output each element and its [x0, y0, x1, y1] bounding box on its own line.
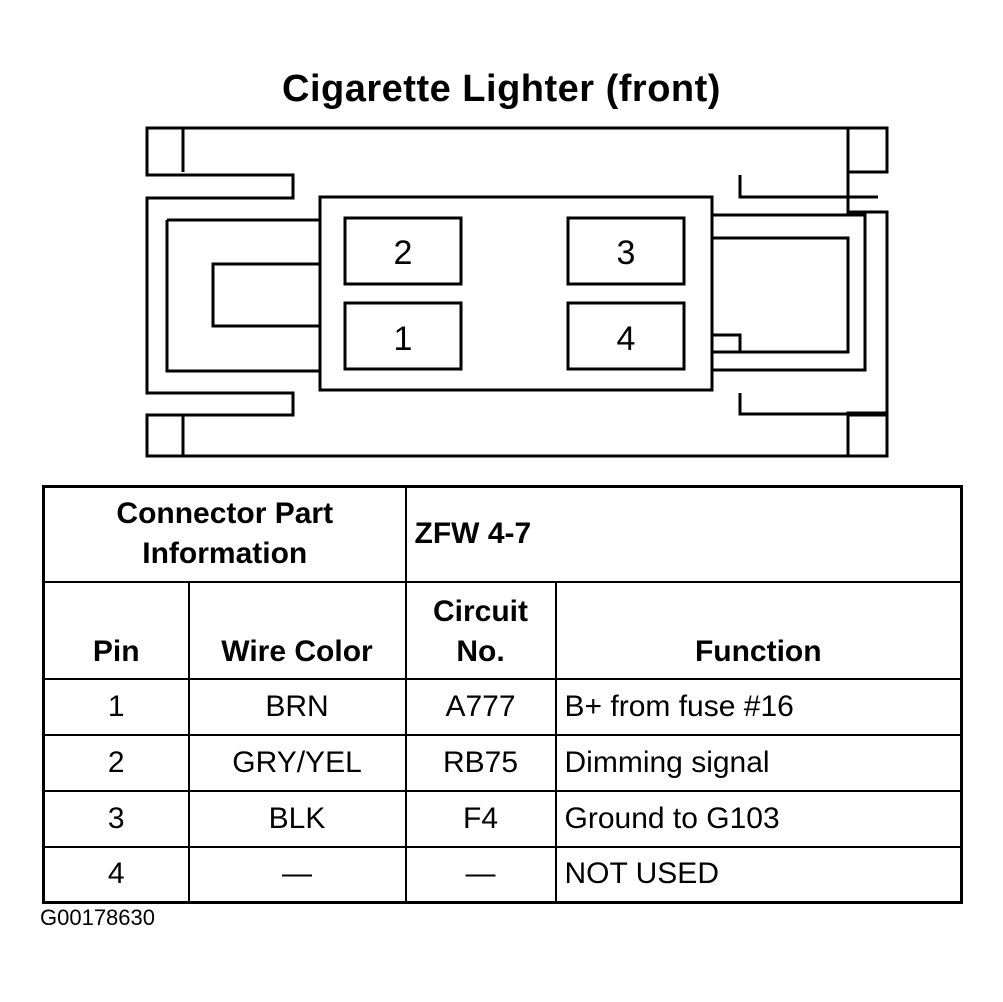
connector-face-diagram: 2 3 1 4	[145, 126, 889, 458]
connector-housing-outline	[145, 126, 889, 458]
pin-cell: 4	[42, 845, 190, 904]
part-info-label: Connector Part Information	[42, 485, 407, 583]
part-number: ZFW 4-7	[404, 485, 963, 583]
part-info-label-line1: Connector Part	[116, 497, 334, 531]
pin-4-cavity	[566, 301, 686, 371]
pin-cell: 3	[42, 789, 190, 848]
pin-4-label: 4	[617, 320, 636, 358]
pin-2-label: 2	[394, 234, 413, 272]
connector-left-latch	[211, 262, 322, 328]
connector-right-latch	[712, 236, 850, 354]
header-pin: Pin	[42, 580, 190, 680]
part-info-label-line2: Information	[142, 537, 308, 571]
pin-1-cavity	[343, 301, 463, 371]
table-row: 2 GRY/YEL RB75 Dimming signal	[42, 733, 963, 792]
pin-3-cavity	[566, 216, 686, 286]
circuit-cell: F4	[404, 789, 557, 848]
circuit-cell: A777	[404, 677, 557, 736]
function-cell: B+ from fuse #16	[554, 677, 963, 736]
connector-center-body	[318, 195, 714, 392]
connector-right-rail	[712, 128, 867, 456]
wire-color-cell: BRN	[187, 677, 407, 736]
connector-left-rail	[165, 128, 320, 456]
function-cell: Ground to G103	[554, 789, 963, 848]
pin-2-cavity	[343, 216, 463, 286]
header-function: Function	[554, 580, 963, 680]
pin-1-label: 1	[394, 320, 413, 358]
table-row: 1 BRN A777 B+ from fuse #16	[42, 677, 963, 736]
header-circuit: Circuit No.	[404, 580, 557, 680]
pin-3-label: 3	[617, 234, 636, 272]
part-info-row: Connector Part Information ZFW 4-7	[42, 485, 963, 583]
diagram-title: Cigarette Lighter (front)	[282, 68, 721, 110]
wire-color-cell: BLK	[187, 789, 407, 848]
pinout-table: Connector Part Information ZFW 4-7 Pin W…	[42, 485, 963, 904]
table-row: 4 — — NOT USED	[42, 845, 963, 904]
pin-cell: 2	[42, 733, 190, 792]
function-cell: Dimming signal	[554, 733, 963, 792]
pin-cell: 1	[42, 677, 190, 736]
header-wire-color: Wire Color	[187, 580, 407, 680]
connector-housing-right-notches	[738, 175, 878, 416]
column-header-row: Pin Wire Color Circuit No. Function	[42, 580, 963, 680]
circuit-cell: —	[404, 845, 557, 904]
table-row: 3 BLK F4 Ground to G103	[42, 789, 963, 848]
header-circuit-line2: No.	[456, 634, 505, 668]
header-circuit-line1: Circuit	[433, 594, 529, 628]
figure-id: G00178630	[40, 905, 155, 930]
circuit-cell: RB75	[404, 733, 557, 792]
function-cell: NOT USED	[554, 845, 963, 904]
wire-color-cell: —	[187, 845, 407, 904]
wire-color-cell: GRY/YEL	[187, 733, 407, 792]
